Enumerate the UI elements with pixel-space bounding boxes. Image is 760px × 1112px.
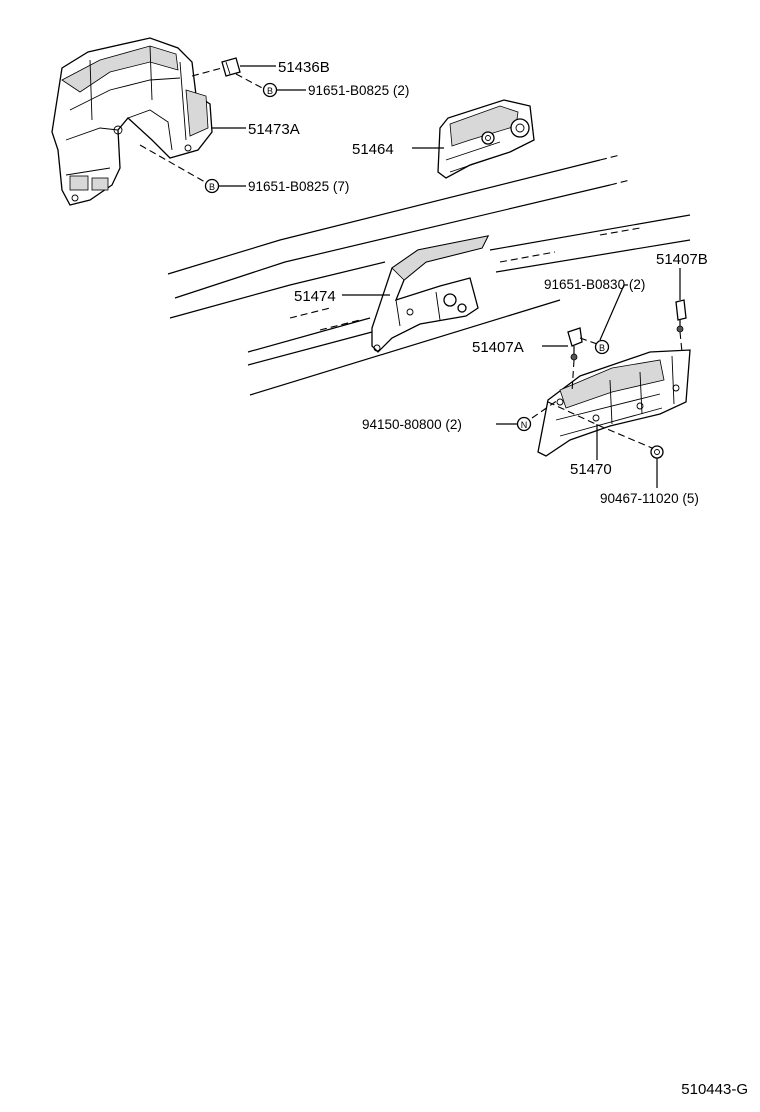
clip-90467-11020 (650, 445, 664, 459)
callout-51470: 51470 (570, 461, 612, 478)
callout-51464: 51464 (352, 141, 394, 158)
callout-91651-B0825-2: 91651-B0825 (2) (308, 83, 409, 98)
bracket-51474 (371, 235, 490, 353)
leader-lines (212, 65, 681, 488)
under-cover-51470 (537, 349, 691, 457)
callout-51473A: 51473A (248, 121, 300, 138)
diagram-code: 510443-G (681, 1081, 748, 1098)
clip-51436B (221, 57, 241, 77)
callout-51407B: 51407B (656, 251, 708, 268)
frame-rails (167, 154, 691, 396)
callout-91651-B0830-2: 91651-B0830 (2) (544, 277, 645, 292)
bolt-symbol-middle: B (204, 178, 220, 194)
callout-94150-80800-2: 94150-80800 (2) (362, 417, 462, 432)
nut-symbol: N (516, 416, 532, 432)
fender-liner-51473A (51, 37, 213, 206)
bolt-symbol-upper: B (262, 82, 278, 98)
bracket-51407A (567, 327, 583, 361)
callout-51436B: 51436B (278, 59, 330, 76)
callout-90467-11020-5: 90467-11020 (5) (600, 491, 699, 506)
svg-text:B: B (267, 86, 273, 96)
callout-51474: 51474 (294, 288, 336, 305)
svg-text:B: B (599, 343, 605, 353)
bolt-symbol-lower: B (594, 339, 610, 355)
svg-text:N: N (521, 420, 528, 430)
callout-91651-B0825-7: 91651-B0825 (7) (248, 179, 349, 194)
splash-shield-51464 (437, 99, 535, 179)
bracket-51407B (675, 299, 687, 333)
callout-51407A: 51407A (472, 339, 524, 356)
svg-text:B: B (209, 182, 215, 192)
